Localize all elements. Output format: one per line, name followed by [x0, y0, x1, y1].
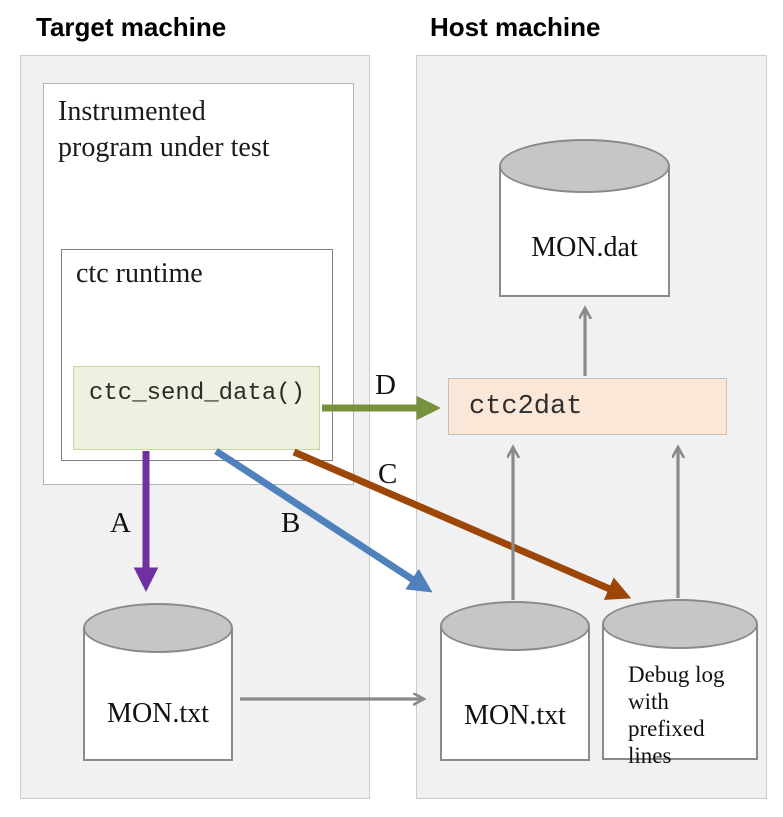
cylinder-top-ellipse	[499, 139, 670, 193]
ctc2dat-label: ctc2dat	[469, 391, 583, 422]
target-mon-txt-cylinder: MON.txt	[83, 603, 233, 761]
host-mon-txt-cylinder: MON.txt	[440, 601, 590, 761]
cylinder-top-ellipse	[602, 599, 758, 649]
cylinder-top-ellipse	[83, 603, 233, 653]
ctc-runtime-label: ctc runtime	[76, 258, 203, 289]
mon-dat-cylinder: MON.dat	[499, 139, 670, 297]
ctc-send-data-label: ctc_send_data()	[89, 380, 306, 407]
target-mon-txt-label: MON.txt	[107, 698, 209, 729]
arrow-label-b: B	[281, 507, 301, 539]
ctc2dat-box: ctc2dat	[448, 378, 727, 435]
ctc-send-data-box: ctc_send_data()	[73, 366, 320, 450]
instrumented-program-label: Instrumented program under test	[58, 96, 270, 164]
cylinder-top-ellipse	[440, 601, 590, 651]
host-mon-txt-label: MON.txt	[464, 700, 566, 731]
arrow-label-d: D	[375, 369, 396, 401]
arrow-label-a: A	[110, 507, 131, 539]
host-machine-title: Host machine	[430, 12, 601, 42]
arrow-label-c: C	[378, 458, 398, 490]
debug-log-label: Debug log with prefixed lines	[628, 662, 725, 769]
target-machine-title: Target machine	[36, 12, 227, 42]
debug-log-cylinder: Debug log with prefixed lines	[602, 599, 758, 768]
mon-dat-label: MON.dat	[531, 232, 638, 263]
